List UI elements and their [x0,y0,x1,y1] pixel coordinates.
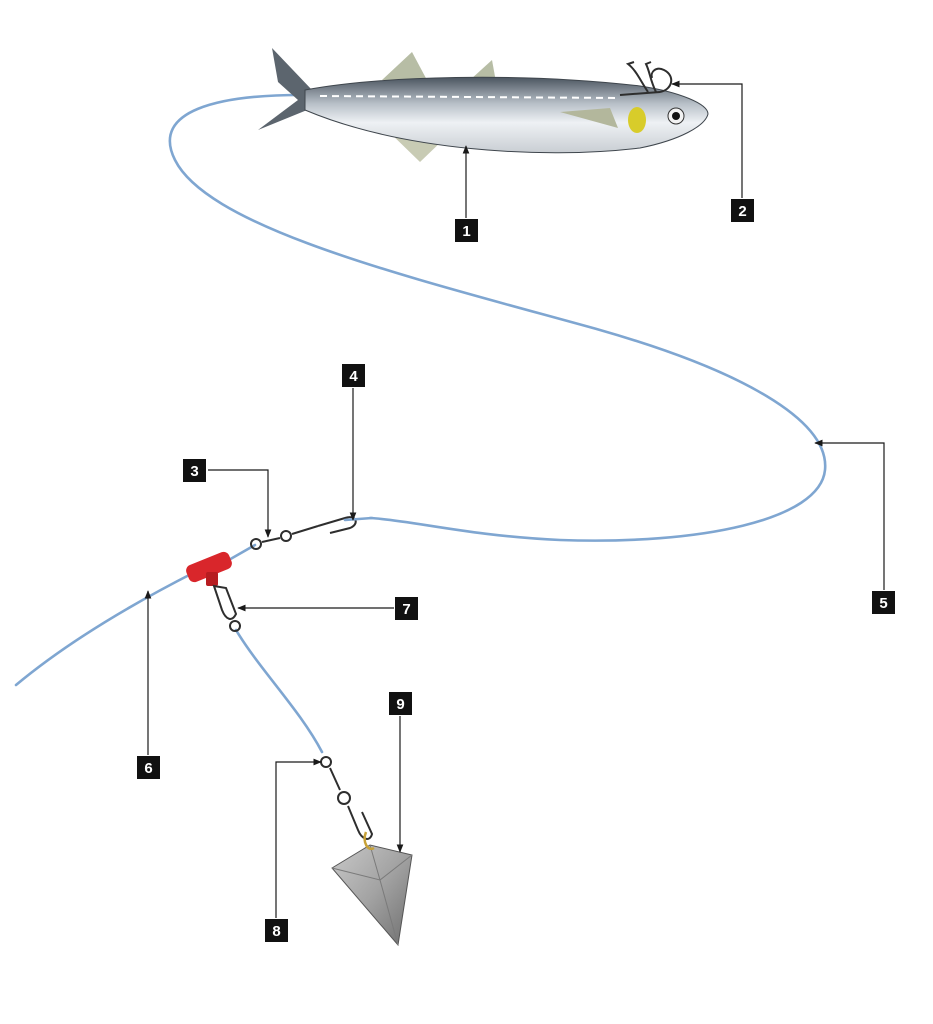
sinker-snap [212,584,241,632]
callout-3: 3 [183,459,206,482]
fish-pectoral-fin [560,108,618,128]
callout-2-label: 2 [738,203,746,220]
leader-line [168,93,827,542]
callout-9-label: 9 [396,696,404,713]
leader-connection [343,516,374,522]
treble-hook [619,61,673,96]
fish-tail [258,48,312,130]
callout-9: 9 [389,692,412,715]
fish-pupil [672,112,680,120]
fish-lateral-line [319,95,621,99]
callout-5-label: 5 [879,595,887,612]
main-line [14,570,197,687]
fish-dorsal-fin [382,52,428,82]
fish-body [304,76,709,154]
pyramid-sinker [331,831,413,947]
callout-2: 2 [731,199,754,222]
callout-8-label: 8 [272,923,280,940]
callout-3-leader [208,469,272,538]
snap-swivel [250,516,357,550]
callout-4-label: 4 [349,368,358,385]
callout-7: 7 [395,597,418,620]
callout-8: 8 [265,919,288,942]
callout-8-leader [275,758,322,918]
fish-gill-spot [628,107,646,133]
callout-7-label: 7 [402,601,410,618]
callout-6: 6 [137,756,160,779]
callout-5-leader [814,439,885,590]
callout-4: 4 [342,364,365,387]
callout-5: 5 [872,591,895,614]
callout-3-label: 3 [190,463,198,480]
bait-fish [258,48,709,162]
callout-1: 1 [455,219,478,242]
sinker-slide [186,551,232,586]
callout-1-label: 1 [462,223,470,240]
weight-swivel [320,756,374,840]
fish-second-dorsal-fin [470,60,496,82]
callout-2-leader [671,80,743,198]
weight-drop-line [234,628,324,754]
callout-6-label: 6 [144,760,152,777]
